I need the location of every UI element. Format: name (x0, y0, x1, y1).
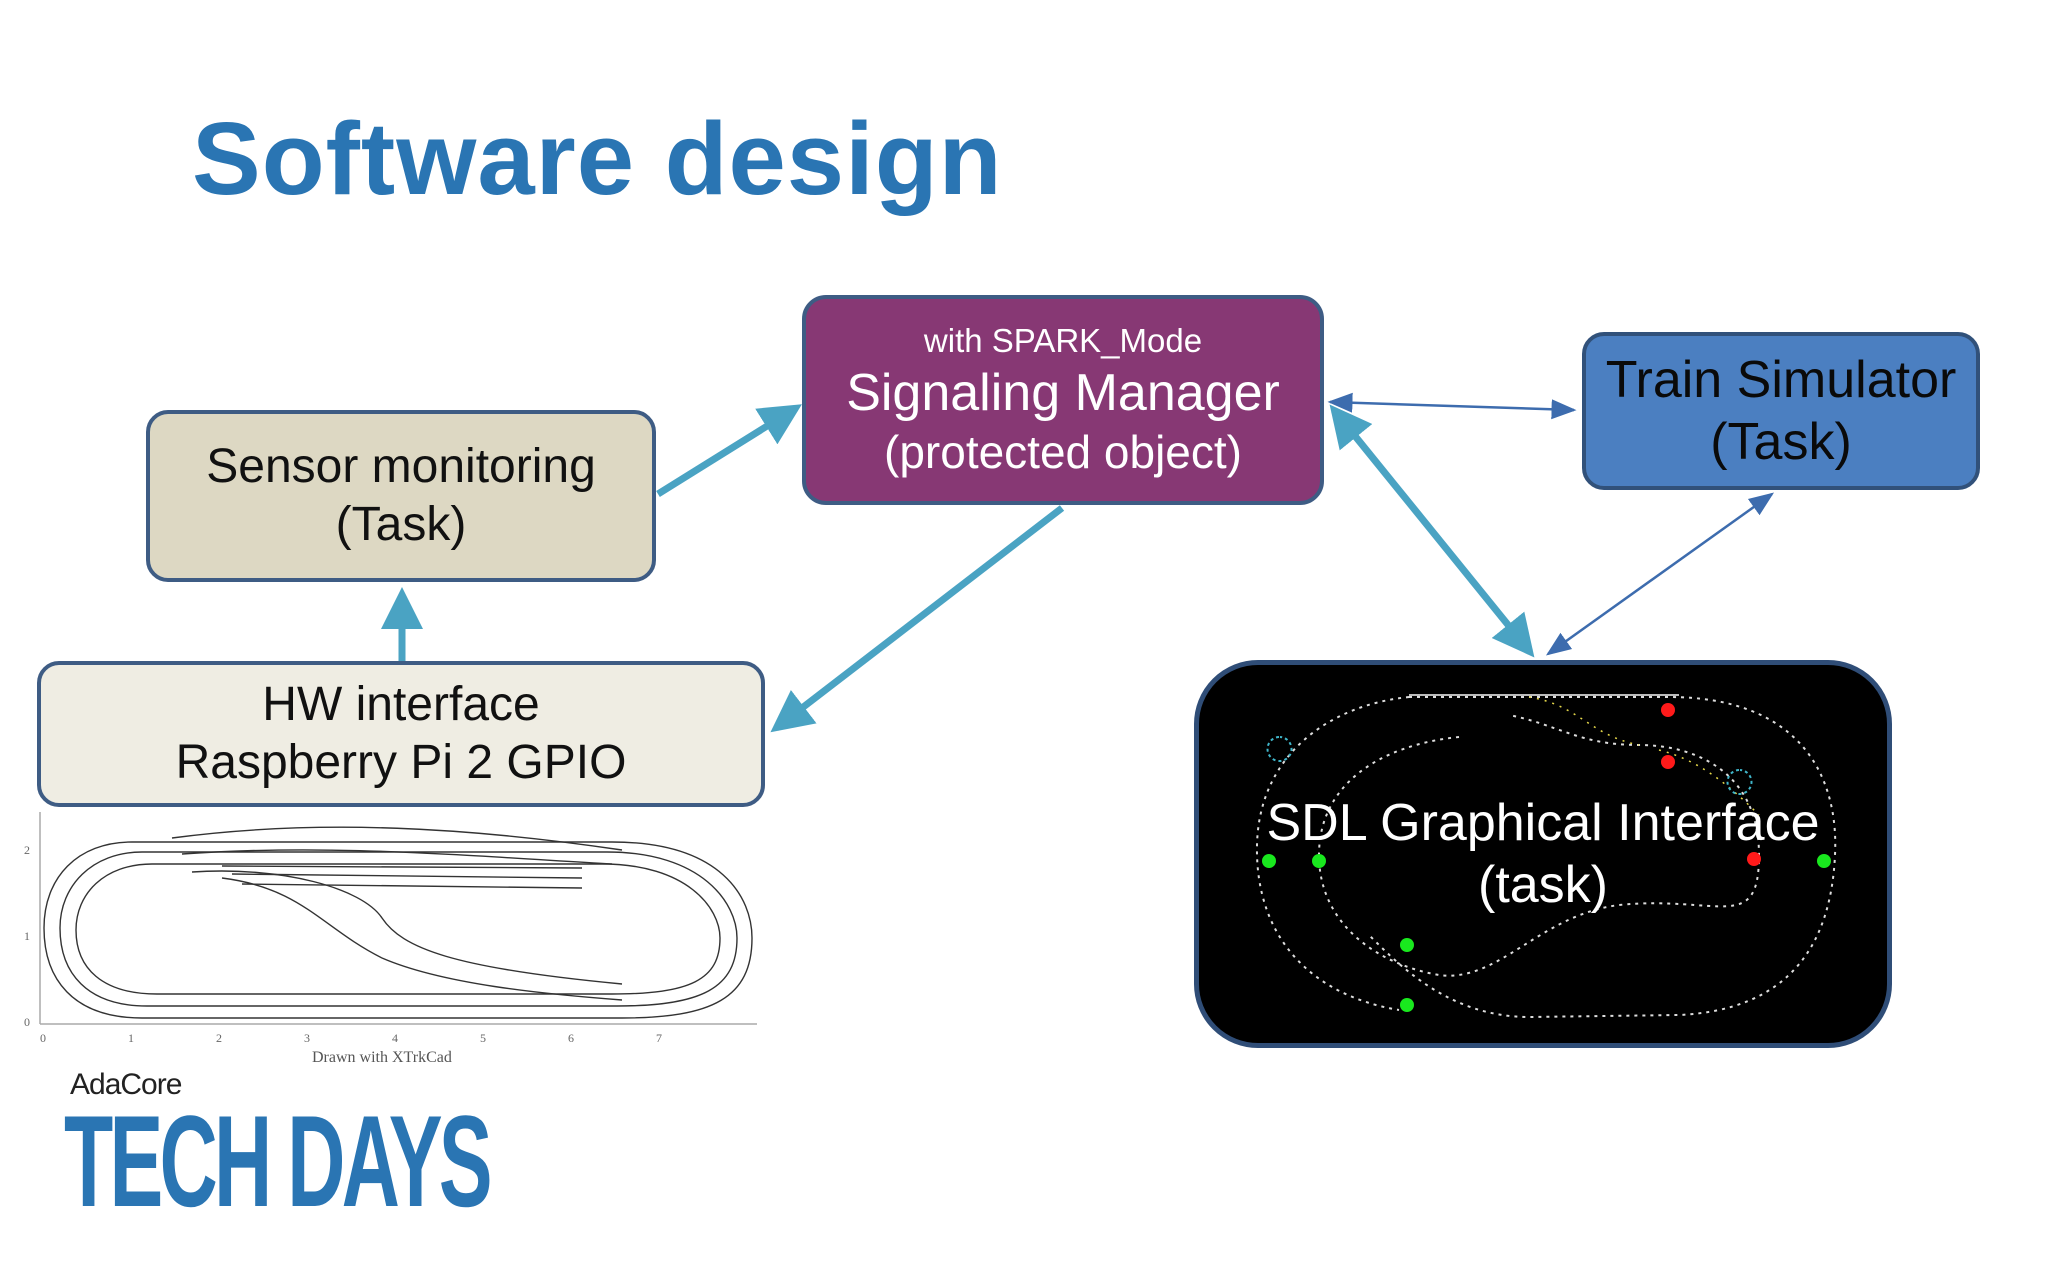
layout-credit: Drawn with XTrkCad (312, 1049, 452, 1066)
adacore-logo: AdaCore (70, 1068, 182, 1101)
tech-days-logo: TECH DAYS (64, 1088, 493, 1234)
x-tick: 1 (128, 1031, 134, 1045)
sdl-interface-node: SDL Graphical Interface (task) (1194, 660, 1892, 1048)
signaling-manager-kind: (protected object) (884, 426, 1242, 478)
arrow-sensor-to-signaling (656, 404, 802, 497)
signaling-manager-name: Signaling Manager (846, 364, 1280, 422)
arrow-signaling-train (1327, 392, 1577, 420)
x-tick: 6 (568, 1031, 574, 1045)
x-tick: 3 (304, 1031, 310, 1045)
x-tick: 7 (656, 1031, 662, 1045)
sdl-track-screenshot (1255, 694, 1837, 1019)
green-signal-lights (1262, 854, 1831, 1012)
signaling-manager-node: with SPARK_Mode Signaling Manager (prote… (802, 295, 1324, 505)
sensor-monitoring-node: Sensor monitoring (Task) (146, 410, 656, 582)
y-tick: 1 (24, 929, 30, 943)
arrow-signaling-to-hw (770, 505, 1065, 733)
red-signal-lights (1661, 703, 1761, 866)
train-simulator-name: Train Simulator (1605, 351, 1957, 409)
x-tick: 0 (40, 1031, 46, 1045)
x-tick: 5 (480, 1031, 486, 1045)
train-simulator-node: Train Simulator (Task) (1582, 332, 1980, 490)
sdl-interface-name: SDL Graphical Interface (1266, 794, 1820, 852)
sensor-monitoring-name: Sensor monitoring (206, 440, 596, 493)
x-tick: 4 (392, 1031, 398, 1045)
spark-mode-annotation: with SPARK_Mode (923, 322, 1203, 359)
y-tick: 0 (24, 1015, 30, 1029)
sensor-monitoring-kind: (Task) (335, 498, 467, 551)
y-tick: 2 (24, 843, 30, 857)
slide-title: Software design (192, 101, 1003, 216)
track-layout-plot: 2 1 0 0 1 2 3 4 5 6 7 Drawn with XTrkCad (24, 812, 757, 1066)
train-simulator-kind: (Task) (1710, 413, 1852, 471)
hw-interface-name: HW interface (262, 678, 540, 731)
sdl-interface-kind: (task) (1478, 856, 1608, 914)
hw-interface-detail: Raspberry Pi 2 GPIO (175, 736, 627, 789)
x-tick: 2 (216, 1031, 222, 1045)
arrow-train-sdl (1545, 492, 1775, 656)
hw-interface-node: HW interface Raspberry Pi 2 GPIO (37, 661, 765, 807)
arrow-signaling-sdl (1329, 404, 1535, 658)
